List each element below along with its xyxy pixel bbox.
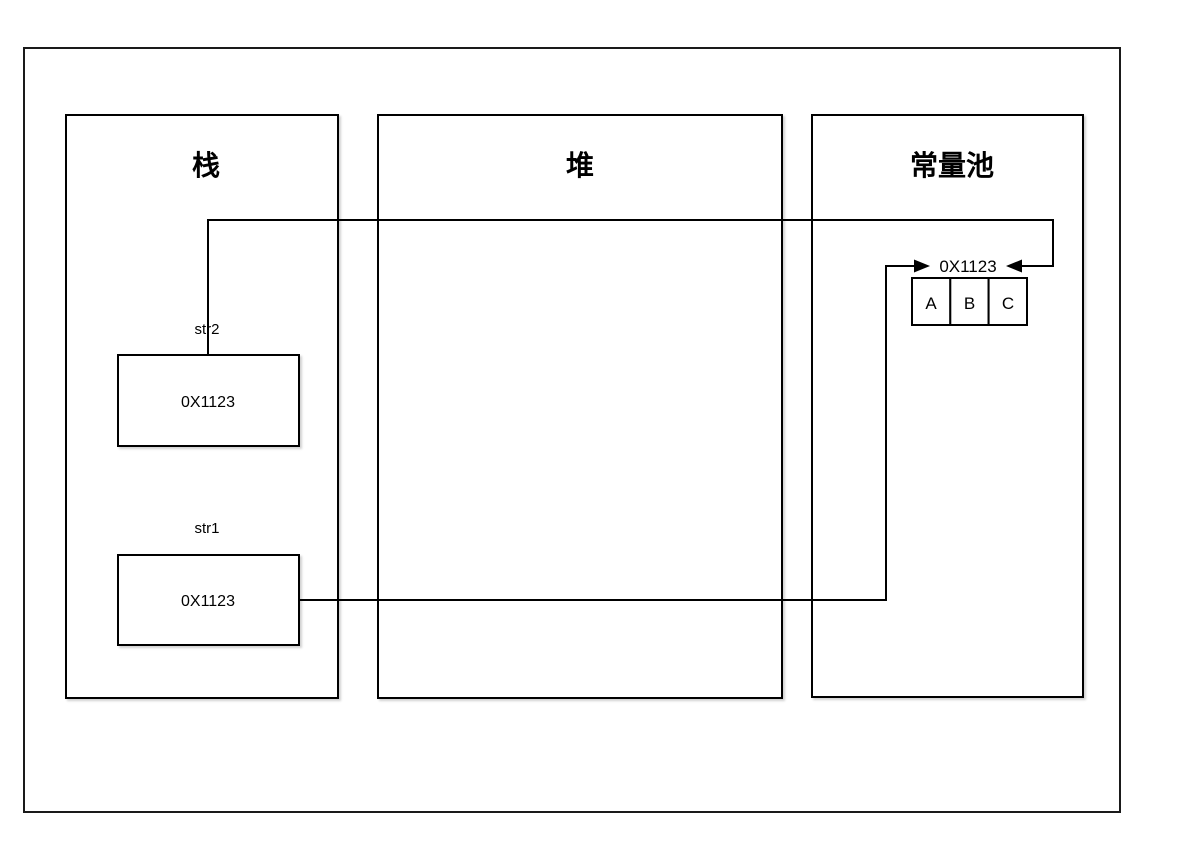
pool-cell-c-text: C (1002, 294, 1014, 313)
connector-str2-to-pool (207, 219, 1054, 355)
str1-label: str1 (194, 520, 219, 537)
pool-cell-c (987, 277, 1028, 326)
heap-region-box (377, 114, 783, 699)
str1-value: 0X1123 (181, 593, 235, 610)
constant-pool-region-title: 常量池 (910, 150, 994, 181)
constant-pool-region-box (811, 114, 1084, 698)
pool-address-text: 0X1123 (939, 257, 996, 276)
str1-box (117, 554, 300, 646)
heap-region-title: 堆 (566, 150, 594, 181)
connector-str1-to-pool (299, 265, 914, 601)
stack-region-title: 栈 (192, 150, 220, 181)
arrowhead-str2-to-pool (1006, 259, 1022, 273)
str2-box (117, 354, 300, 447)
outer-frame (23, 47, 1121, 813)
str2-value: 0X1123 (181, 394, 235, 411)
pool-cell-b-text: B (964, 294, 975, 313)
arrowhead-str1-to-pool (914, 259, 930, 273)
str2-label: str2 (194, 321, 219, 338)
pool-cell-a-text: A (925, 294, 937, 313)
